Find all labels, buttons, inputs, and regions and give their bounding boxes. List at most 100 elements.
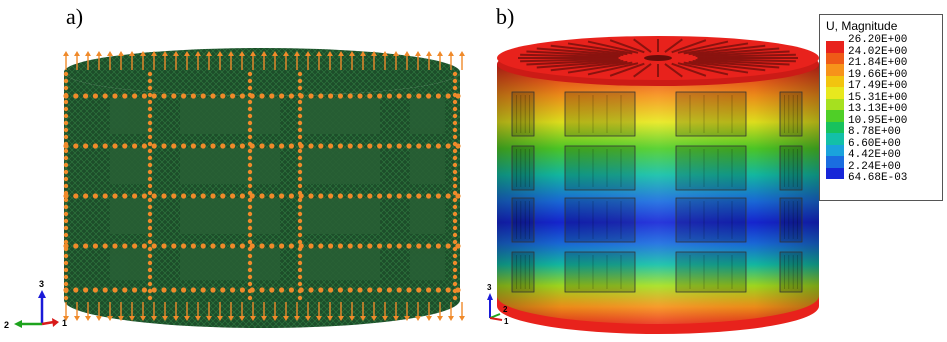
load-node bbox=[147, 127, 153, 133]
load-node bbox=[406, 287, 412, 293]
axis-2-label: 2 bbox=[503, 305, 508, 314]
legend-value: 13.13E+00 bbox=[848, 103, 908, 115]
load-node bbox=[452, 232, 458, 238]
load-node bbox=[297, 99, 303, 105]
load-node bbox=[63, 78, 69, 84]
load-node bbox=[318, 93, 324, 99]
load-node bbox=[452, 190, 458, 196]
top-slot bbox=[633, 38, 652, 53]
load-arrow bbox=[85, 302, 91, 321]
load-node bbox=[63, 134, 69, 140]
legend-value: 17.49E+00 bbox=[848, 80, 908, 92]
load-node bbox=[247, 232, 253, 238]
load-arrow bbox=[327, 302, 333, 321]
top-slot bbox=[688, 60, 766, 72]
load-node bbox=[147, 92, 153, 98]
legend-swatch bbox=[826, 144, 844, 156]
load-node bbox=[63, 204, 69, 210]
load-node bbox=[396, 93, 402, 99]
load-node bbox=[247, 78, 253, 84]
load-node bbox=[435, 243, 441, 249]
axis-3-label: 3 bbox=[487, 283, 492, 292]
load-node bbox=[297, 281, 303, 287]
load-node bbox=[63, 274, 69, 280]
load-node bbox=[200, 243, 206, 249]
load-node bbox=[452, 85, 458, 91]
load-arrow bbox=[349, 302, 355, 321]
load-node bbox=[259, 243, 265, 249]
cell-window bbox=[675, 145, 747, 191]
load-arrow bbox=[129, 302, 135, 321]
load-node bbox=[347, 193, 353, 199]
load-node bbox=[247, 99, 253, 105]
legend-value: 4.42E+00 bbox=[848, 149, 901, 161]
load-node bbox=[297, 232, 303, 238]
load-node bbox=[147, 176, 153, 182]
load-node bbox=[132, 243, 138, 249]
load-node bbox=[357, 193, 363, 199]
load-node bbox=[147, 169, 153, 175]
load-node bbox=[452, 267, 458, 273]
top-slot bbox=[677, 62, 729, 76]
load-node bbox=[63, 253, 69, 259]
top-slot bbox=[567, 42, 633, 55]
load-arrow bbox=[404, 302, 410, 321]
load-node bbox=[357, 143, 363, 149]
load-node bbox=[83, 93, 89, 99]
load-node bbox=[147, 288, 153, 294]
load-node bbox=[297, 260, 303, 266]
load-node bbox=[247, 267, 253, 273]
load-node bbox=[328, 243, 334, 249]
top-slot bbox=[677, 40, 729, 54]
coordinate-triad-b: 3 2 1 bbox=[487, 283, 509, 326]
load-node bbox=[63, 183, 69, 189]
load-arrow bbox=[228, 51, 234, 70]
load-node bbox=[122, 193, 128, 199]
top-slot bbox=[695, 59, 790, 66]
load-node bbox=[230, 287, 236, 293]
load-node bbox=[147, 155, 153, 161]
load-node bbox=[92, 93, 98, 99]
load-node bbox=[435, 93, 441, 99]
load-node bbox=[297, 106, 303, 112]
load-node bbox=[112, 193, 118, 199]
cell-window bbox=[511, 145, 535, 191]
load-node bbox=[452, 176, 458, 182]
load-node bbox=[147, 113, 153, 119]
load-arrow bbox=[173, 51, 179, 70]
load-node bbox=[367, 243, 373, 249]
load-node bbox=[426, 143, 432, 149]
load-node bbox=[83, 193, 89, 199]
load-node bbox=[445, 243, 451, 249]
load-arrow bbox=[305, 302, 311, 321]
axis-3-label: 3 bbox=[39, 279, 44, 289]
load-node bbox=[200, 193, 206, 199]
legend-color-bar bbox=[826, 41, 844, 179]
panel-a-model bbox=[63, 48, 465, 328]
load-node bbox=[200, 93, 206, 99]
load-arrow bbox=[393, 302, 399, 321]
load-node bbox=[147, 197, 153, 203]
load-node bbox=[452, 218, 458, 224]
load-node bbox=[452, 99, 458, 105]
top-slot bbox=[609, 39, 645, 54]
load-node bbox=[318, 143, 324, 149]
load-arrow bbox=[294, 51, 300, 70]
load-node bbox=[426, 243, 432, 249]
load-node bbox=[181, 143, 187, 149]
load-node bbox=[147, 218, 153, 224]
load-arrow bbox=[184, 302, 190, 321]
load-node bbox=[147, 85, 153, 91]
load-node bbox=[259, 193, 265, 199]
load-arrow bbox=[250, 302, 256, 321]
top-slot bbox=[587, 40, 639, 54]
load-node bbox=[297, 218, 303, 224]
load-node bbox=[247, 148, 253, 154]
load-node bbox=[328, 93, 334, 99]
load-node bbox=[239, 93, 245, 99]
cell-window bbox=[511, 197, 535, 243]
load-node bbox=[396, 193, 402, 199]
top-slot bbox=[536, 47, 624, 56]
load-node bbox=[357, 243, 363, 249]
load-node bbox=[297, 148, 303, 154]
